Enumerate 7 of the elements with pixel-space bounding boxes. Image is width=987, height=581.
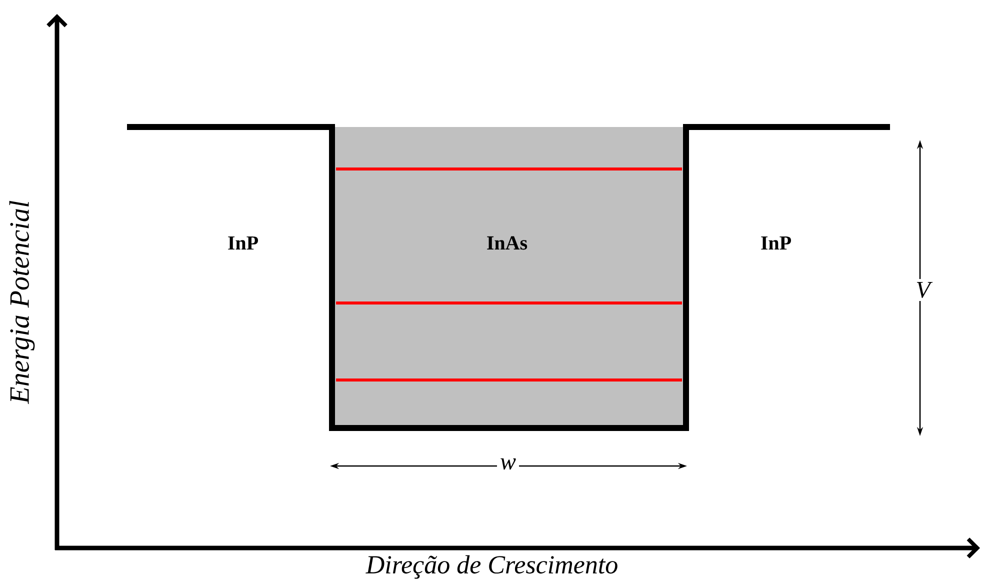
axis-label: Direção de Crescimento <box>366 555 618 579</box>
dimension-label: w <box>497 455 519 473</box>
material-label: InAs <box>487 236 528 250</box>
material-label: InP <box>228 236 258 250</box>
axis-label: Energia Potencial <box>9 200 35 404</box>
dimension-label: V <box>912 278 934 302</box>
material-label: InP <box>761 236 791 250</box>
